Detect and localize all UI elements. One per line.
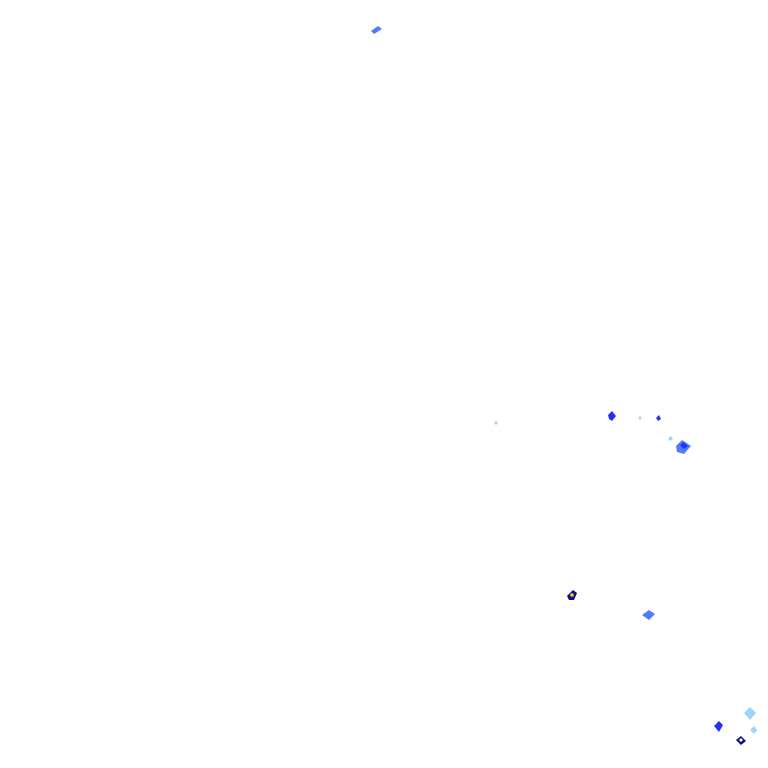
rain-cell [714, 721, 723, 732]
rain-cell [676, 440, 691, 454]
rain-cell [567, 590, 577, 600]
rain-cell [750, 726, 757, 734]
rain-cell [371, 26, 382, 34]
rain-cell [642, 610, 655, 620]
rain-cell [638, 416, 642, 420]
rain-cell [744, 707, 756, 720]
rain-cell [668, 436, 673, 441]
rain-cell [656, 415, 661, 421]
rain-cell [494, 421, 498, 425]
rain-cell [736, 736, 746, 745]
rain-cell [608, 411, 616, 421]
